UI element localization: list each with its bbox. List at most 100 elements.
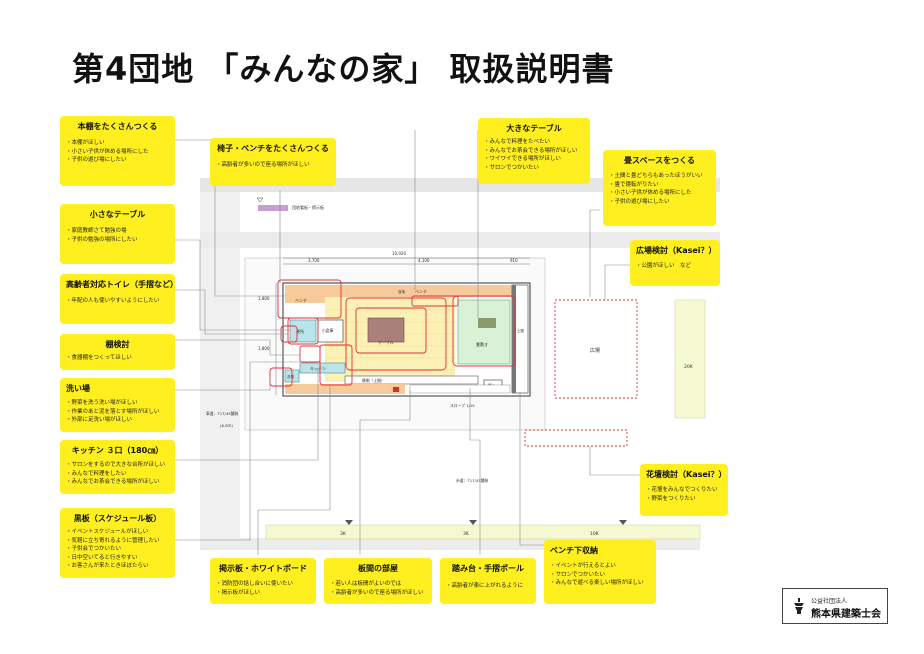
- note-bookshelf-title: 本棚をたくさんつくる: [77, 122, 158, 131]
- note-bench-storage: ベンチ下収納 イベントが行えるとよい サロンでつかいたい みんなで遊べる楽しい場…: [544, 540, 656, 604]
- note-blackboard-item: 子供会でつかいたい: [66, 545, 169, 554]
- note-wash-area-item: 外部に足洗い場がほしい: [66, 416, 169, 425]
- note-tatami-space-title: 畳スペースをつくる: [624, 156, 695, 165]
- bench-left-label: ベンチ: [295, 298, 307, 303]
- note-blackboard-item: お客さんが来たときほぼたらい: [66, 562, 169, 571]
- dim-side-top: 1,800: [258, 296, 270, 301]
- note-kitchen-item: サロンをするので大きな台所がほしい: [66, 461, 169, 470]
- note-blackboard-item: イベントスケジュールがほしい: [66, 528, 169, 537]
- note-notice-board: 掲示板・ホワイトボード 消防団の話し合いに使いたい 掲示板がほしい: [210, 558, 316, 604]
- note-plaza-review-title: 広場検討（Kasei？）: [636, 246, 717, 255]
- dim-side-bottom: 1,800: [258, 346, 270, 351]
- k10-label: 10K: [590, 531, 600, 537]
- table-label: テーブル: [378, 339, 394, 345]
- note-big-table-title: 大きなテーブル: [506, 124, 562, 133]
- slope-label: スロープ 1/15: [450, 403, 475, 408]
- tatami-label: 畳敷き: [476, 341, 488, 347]
- note-kitchen-item: みんなで料理をしたい: [66, 470, 169, 479]
- note-blackboard: 黒板（スケジュール板） イベントスケジュールがほしい 気軽に立ち寄れるように管理…: [60, 508, 175, 578]
- note-kitchen-item: みんなでお茶会できる場所がほしい: [66, 478, 169, 487]
- note-wooden-room-title: 板間の部屋: [358, 564, 398, 573]
- note-wash-area-title: 洗い場: [66, 384, 90, 393]
- note-wash-area: 洗い場 野菜を洗う洗い場がほしい 作業のあと泥を落とす場所がほしい 外部に足洗い…: [60, 378, 175, 432]
- logo-org-type: 公益社団法人: [811, 598, 848, 605]
- k20-label: 20K: [684, 364, 694, 370]
- note-bench-chairs-item: 高齢者が多いので座る場所がほしい: [216, 161, 330, 170]
- note-flowerbed-review: 花壇検討（Kasei？） 花壇をみんなでつくりたい 野菜をつくりたい: [640, 464, 728, 516]
- logo-org-name: 熊本県建築士会: [811, 609, 881, 620]
- bench-top-label: ベンチ: [415, 289, 427, 294]
- note-toilet: 高齢者対応トイレ（手摺など） 年配の人も使いやすいようにしたい: [60, 274, 175, 324]
- doma-label: 土間: [517, 328, 525, 333]
- note-kitchen: キッチン ３口（180㎝） サロンをするので大きな台所がほしい みんなで料理をし…: [60, 440, 175, 494]
- note-wooden-room: 板間の部屋 若い人は板間がよいのでは 高齢者が多いので座る場所がほしい: [324, 558, 432, 604]
- car-road-label: 車道：T17/45舗装: [206, 411, 238, 416]
- note-bench-chairs-title: 椅子・ベンチをたくさんつくる: [217, 144, 329, 153]
- note-bookshelf-item: 子供の遊び場にしたい: [66, 156, 169, 165]
- note-big-table: 大きなテーブル みんなで料理をたべたい みんなでお茶会できる場所がほしい ワイワ…: [478, 118, 590, 184]
- note-step-handrail: 踏み台・手摺ポール 高齢者が楽に上がれるように: [440, 558, 536, 604]
- note-tatami-space-item: 土間と畳どちらもあったほうがいい: [609, 172, 710, 181]
- page-title: 第4団地 「みんなの家」 取扱説明書: [72, 50, 615, 88]
- plaza-label: 広場: [590, 347, 600, 354]
- note-bookshelf: 本棚をたくさんつくる 本棚がほしい 小さい子供が休める場所にした 子供の遊び場に…: [60, 116, 175, 186]
- note-plaza-review-item: 公園がほしい など: [636, 262, 714, 271]
- note-tatami-space-item: 小さい子供が休める場所にした: [609, 189, 710, 198]
- note-notice-board-item: 消防団の話し合いに使いたい: [216, 580, 310, 589]
- note-notice-board-item: 掲示板がほしい: [216, 589, 310, 598]
- note-flowerbed-review-item: 野菜をつくりたい: [646, 495, 722, 504]
- note-flowerbed-review-title: 花壇検討（Kasei？）: [646, 470, 727, 479]
- storage-label: 収納: [398, 289, 406, 294]
- note-shelf-review: 棚検討 食器棚をつくってほしい: [60, 334, 175, 370]
- note-bench-storage-item: みんなで遊べる楽しい場所がほしい: [550, 579, 650, 588]
- note-wooden-room-item: 若い人は板間がよいのでは: [330, 580, 426, 589]
- note-shelf-review-item: 食器棚をつくってほしい: [66, 354, 169, 363]
- note-bookshelf-item: 小さい子供が休める場所にした: [66, 148, 169, 157]
- note-small-table-item: 家庭教師さて勉強の場: [66, 227, 169, 236]
- dim-right: 910: [510, 258, 518, 263]
- wash-label: 洗場: [287, 374, 295, 379]
- note-big-table-item: ワイワイできる場所がほしい: [484, 155, 584, 164]
- k3-label-a: 3K: [340, 531, 347, 537]
- note-bookshelf-item: 本棚がほしい: [66, 139, 169, 148]
- note-toilet-item: 年配の人も使いやすいようにしたい: [66, 297, 169, 306]
- k3-label-b: 3K: [463, 531, 470, 537]
- note-wooden-room-item: 高齢者が多いので座る場所がほしい: [330, 589, 426, 598]
- dim-mid: 4,100: [418, 258, 430, 263]
- note-toilet-title: 高齢者対応トイレ（手摺など）: [66, 280, 175, 289]
- note-bench-storage-item: サロンでつかいたい: [550, 571, 650, 580]
- sidewalk-label: 歩道：T17/45舗装: [456, 478, 488, 483]
- note-tatami-space-item: 畳で寝転がりたい: [609, 181, 710, 190]
- note-small-table-title: 小さなテーブル: [89, 210, 146, 219]
- note-big-table-item: サロンでつかいたい: [484, 164, 584, 173]
- small-room-label: 小倉庫: [322, 328, 334, 333]
- note-bench-storage-title: ベンチ下収納: [550, 546, 598, 555]
- note-step-handrail-title: 踏み台・手摺ポール: [452, 564, 524, 573]
- note-small-table: 小さなテーブル 家庭教師さて勉強の場 子供の勉強の場所にしたい: [60, 204, 175, 264]
- note-step-handrail-item: 高齢者が楽に上がれるように: [446, 582, 530, 591]
- note-bench-storage-item: イベントが行えるとよい: [550, 562, 650, 571]
- note-wash-area-item: 野菜を洗う洗い場がほしい: [66, 399, 169, 408]
- note-notice-board-title: 掲示板・ホワイトボード: [219, 564, 307, 573]
- dim-left: 3,700: [308, 258, 320, 263]
- note-tatami-space: 畳スペースをつくる 土間と畳どちらもあったほうがいい 畳で寝転がりたい 小さい子…: [603, 150, 716, 226]
- note-blackboard-title: 黒板（スケジュール板）: [73, 514, 162, 523]
- note-kitchen-title: キッチン ３口（180㎝）: [71, 446, 164, 455]
- architect-society-logo: 公益社団法人 熊本県建築士会: [782, 588, 888, 624]
- note-tatami-space-item: 子供の遊び場にしたい: [609, 198, 710, 207]
- note-flowerbed-review-item: 花壇をみんなでつくりたい: [646, 486, 722, 495]
- dim-total: 10,920: [392, 251, 406, 256]
- note-blackboard-item: 気軽に立ち寄れるように管理したい: [66, 537, 169, 546]
- note-small-table-item: 子供の勉強の場所にしたい: [66, 236, 169, 245]
- note-blackboard-item: 日中空いてると行きやすい: [66, 554, 169, 563]
- engawa-label: 縁側（土間）: [362, 378, 385, 383]
- pagoda-emblem-icon: [794, 598, 804, 614]
- note-plaza-review: 広場検討（Kasei？） 公園がほしい など: [630, 240, 720, 286]
- legend-top-label: 団地看板・掲示板: [292, 204, 324, 210]
- note-bench-chairs: 椅子・ベンチをたくさんつくる 高齢者が多いので座る場所がほしい: [210, 138, 336, 186]
- toilet-room-label: 便所: [296, 328, 304, 334]
- note-big-table-item: みんなで料理をたべたい: [484, 138, 584, 147]
- note-wash-area-item: 作業のあと泥を落とす場所がほしい: [66, 408, 169, 417]
- road-width-label: (6.0ｍ): [220, 423, 233, 428]
